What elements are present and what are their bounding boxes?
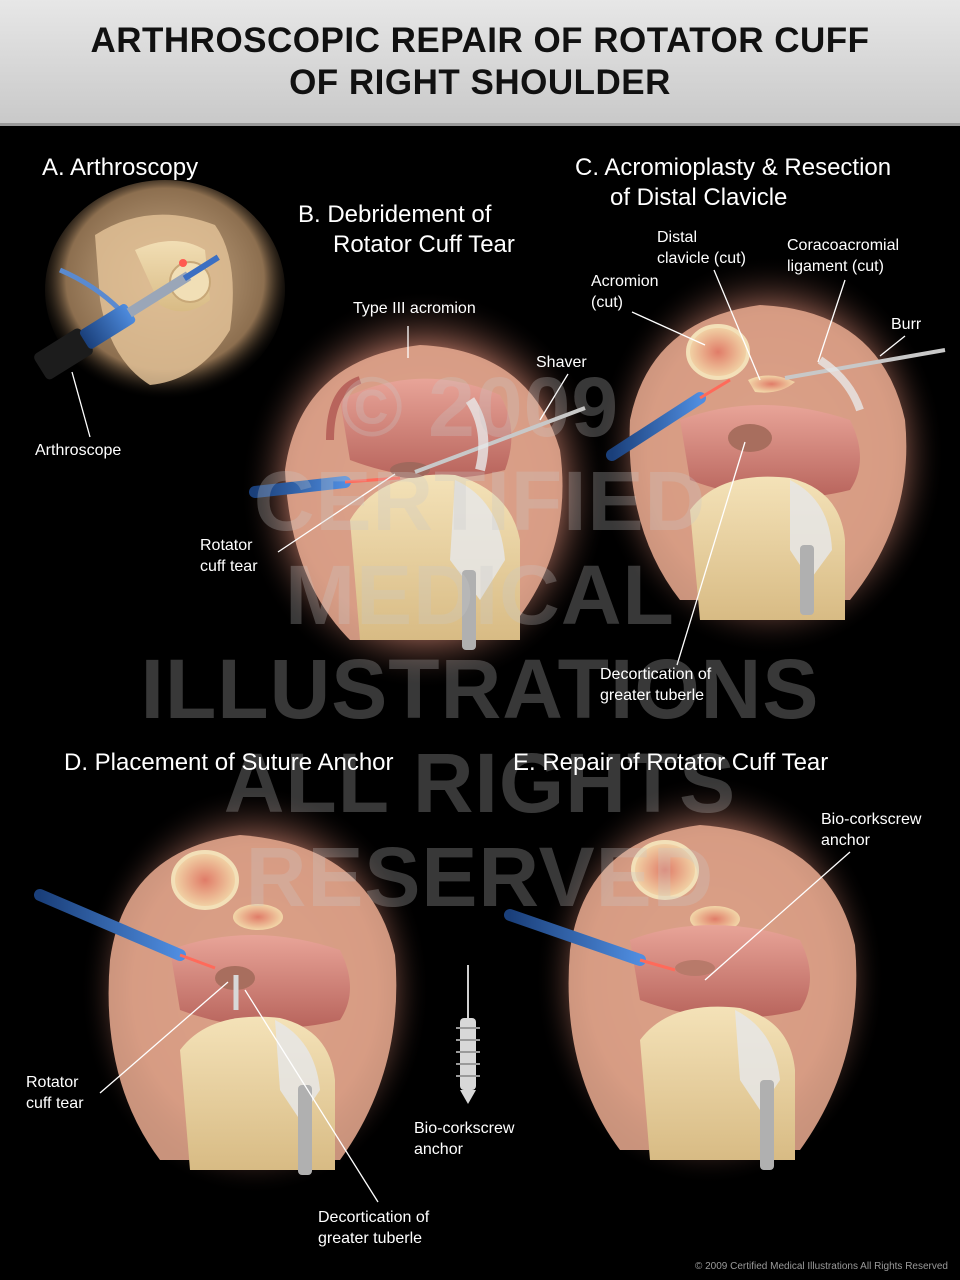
label-coracoacromial-line1: Coracoacromial — [787, 235, 899, 256]
label-burr: Burr — [891, 314, 921, 335]
figure-d-shoulder — [40, 785, 430, 1195]
section-b-title-line2: Rotator Cuff Tear — [333, 230, 515, 260]
leader-arthroscope — [72, 372, 90, 437]
label-e-bio-corkscrew-line1: Bio-corkscrew — [821, 809, 921, 830]
label-c-decortication-line2: greater tuberle — [600, 685, 704, 706]
section-c-title-line2: of Distal Clavicle — [610, 183, 787, 213]
figure-a-shoulder — [32, 180, 285, 400]
label-distal-clavicle-line2: clavicle (cut) — [657, 248, 746, 269]
label-d-decortication-line2: greater tuberle — [318, 1228, 422, 1249]
section-a-title: A. Arthroscopy — [42, 153, 198, 183]
label-b-rotator-cuff-tear-line1: Rotator — [200, 535, 252, 556]
copyright-footer: © 2009 Certified Medical Illustrations A… — [695, 1261, 948, 1272]
bio-corkscrew-anchor-detail — [456, 965, 480, 1104]
label-c-decortication-line1: Decortication of — [600, 664, 711, 685]
section-e-title: E. Repair of Rotator Cuff Tear — [513, 748, 828, 778]
section-b-title-line1: B. Debridement of — [298, 200, 491, 230]
label-distal-clavicle-line1: Distal — [657, 227, 697, 248]
label-d-rotator-cuff-tear-line1: Rotator — [26, 1072, 78, 1093]
label-coracoacromial-line2: ligament (cut) — [787, 256, 884, 277]
label-shaver: Shaver — [536, 352, 587, 373]
label-d-decortication-line1: Decortication of — [318, 1207, 429, 1228]
label-e-bio-corkscrew-line2: anchor — [821, 830, 870, 851]
section-c-title-line1: C. Acromioplasty & Resection — [575, 153, 891, 183]
figure-b-shoulder — [240, 290, 610, 690]
label-arthroscope: Arthroscope — [35, 440, 121, 461]
label-type-iii-acromion: Type III acromion — [353, 298, 476, 319]
label-d-rotator-cuff-tear-line2: cuff tear — [26, 1093, 84, 1114]
label-acromion-line2: (cut) — [591, 292, 623, 313]
label-d-bio-corkscrew-line1: Bio-corkscrew — [414, 1118, 514, 1139]
label-d-bio-corkscrew-line2: anchor — [414, 1139, 463, 1160]
label-b-rotator-cuff-tear-line2: cuff tear — [200, 556, 258, 577]
label-acromion-line1: Acromion — [591, 271, 659, 292]
section-d-title: D. Placement of Suture Anchor — [64, 748, 394, 778]
